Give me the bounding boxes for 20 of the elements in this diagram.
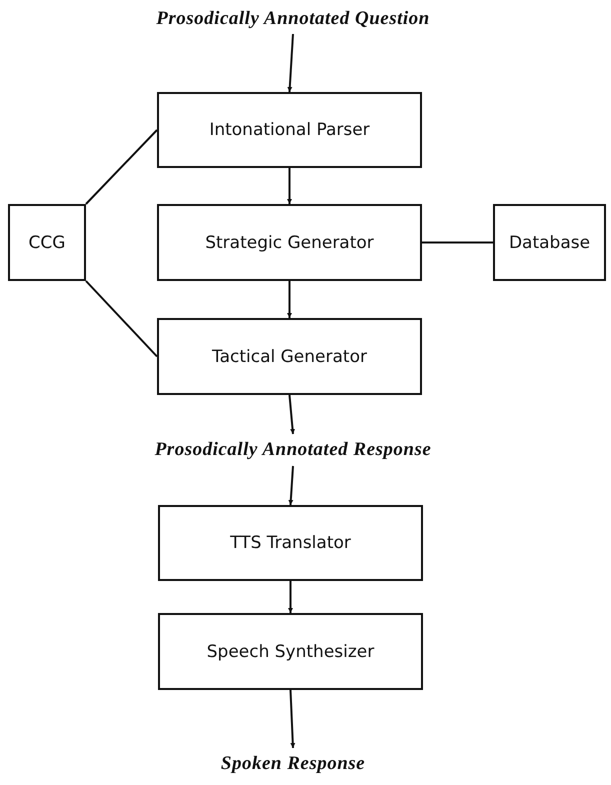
annotation-text: Prosodically Annotated Response: [98, 434, 488, 466]
arrow: [288, 466, 294, 506]
process-box: Speech Synthesizer: [158, 613, 423, 690]
process-box: Intonational Parser: [157, 92, 422, 168]
process-box: Strategic Generator: [157, 204, 422, 281]
process-box: CCG: [8, 204, 86, 281]
arrow: [290, 690, 296, 748]
arrow: [288, 394, 296, 434]
arrow: [287, 281, 292, 318]
process-box: TTS Translator: [158, 505, 423, 581]
arrow: [288, 581, 293, 613]
process-box: Tactical Generator: [157, 318, 422, 395]
annotation-text: Spoken Response: [183, 748, 403, 780]
process-box: Database: [493, 204, 606, 281]
connector-line: [85, 280, 158, 358]
connector-line: [85, 129, 158, 205]
arrow: [287, 168, 292, 204]
arrow: [287, 34, 294, 92]
annotation-text: Prosodically Annotated Question: [143, 4, 443, 34]
connector-line: [422, 242, 493, 244]
